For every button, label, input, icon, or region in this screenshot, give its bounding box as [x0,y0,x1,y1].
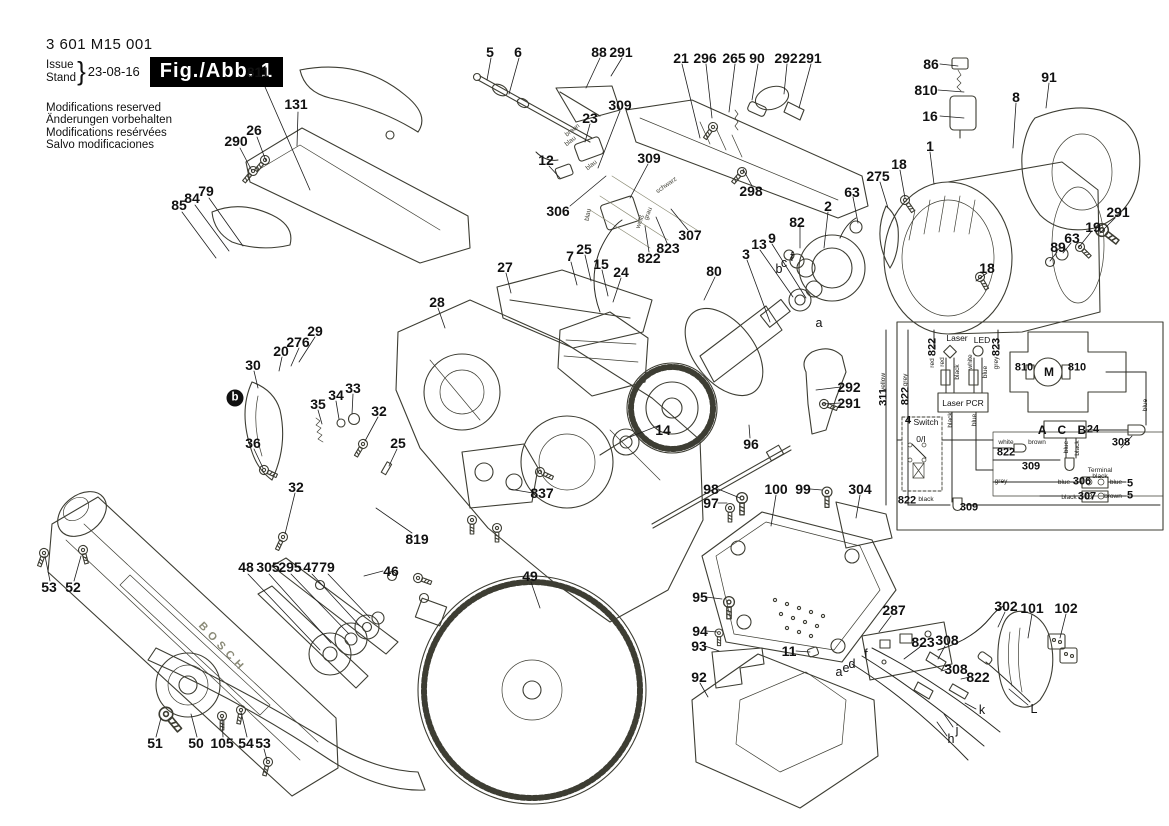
motor-art [849,57,1141,335]
note-line: Modifications reserved [46,102,162,114]
rod-lever-art [651,348,847,529]
issue-date: 23-08-16 [87,64,140,79]
wiring-diagram-art [885,321,1164,531]
note-line: Salvo modificaciones [46,139,155,152]
type-number: 3 601 M15 001 [46,36,153,53]
fence-art [34,491,426,797]
issue-label: Issue [46,59,74,72]
leader-lines [44,57,1133,761]
title-block: 3 601 M15 001 Issue Stand } 23-08-16 Fig… [46,36,306,87]
upper-arm-art [625,85,869,219]
slide-plate-art [496,269,653,349]
brace-glyph: } [77,56,86,86]
upper-guard-art [211,66,471,264]
note-line: Modifications resérvées [46,126,167,139]
stand-label: Stand [46,71,77,84]
cable-grip-art [851,605,1078,761]
depth-rod-art [472,72,593,143]
modification-notes: Modifications reserved Änderungen vorbeh… [46,102,172,152]
note-line: Änderungen vorbehalten [46,114,172,127]
saw-blade-art [417,575,647,805]
armature-art [599,280,823,456]
bracket-links-art [244,381,556,689]
main-housing-art [395,299,704,623]
chip-deflector-art [555,85,621,123]
laser-bracket-art [535,136,701,313]
figure-label: Fig./Abb. 1 [149,56,284,87]
field-stator-art [783,217,866,302]
table-base-art [691,486,897,809]
